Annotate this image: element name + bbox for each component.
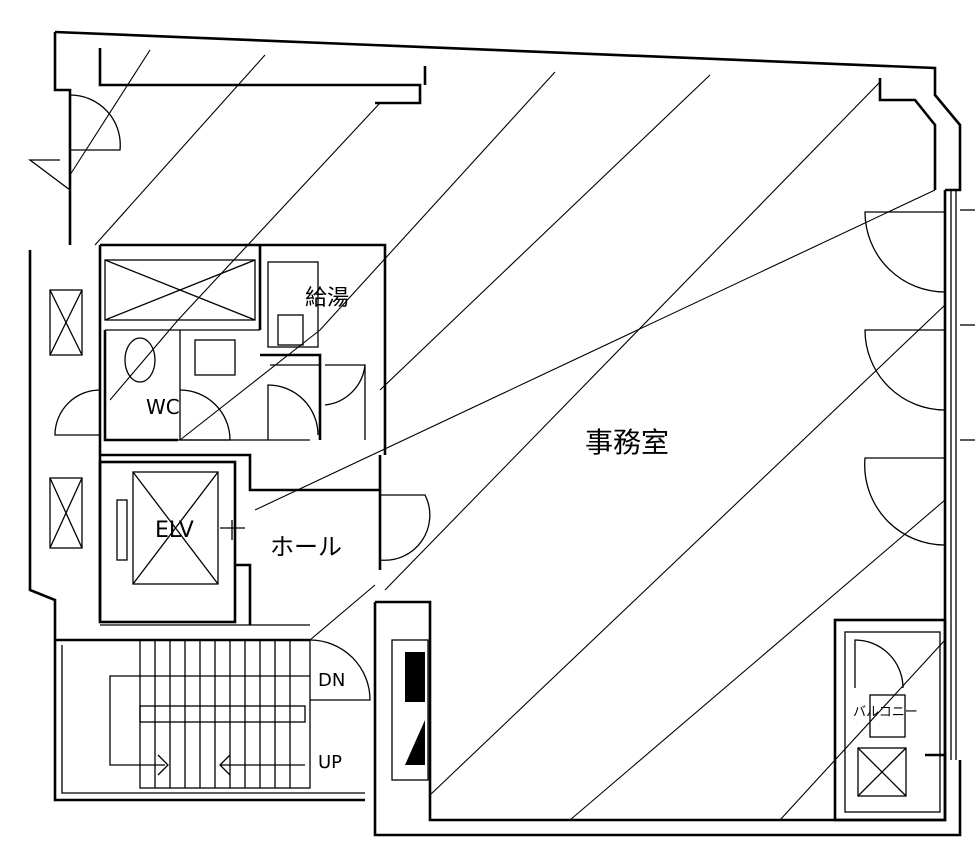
balcony-label: バルコニー [853, 705, 918, 720]
service-core [98, 243, 431, 626]
storage [391, 639, 429, 781]
office-label: 事務室 [585, 426, 669, 459]
balcony [833, 618, 947, 822]
right-doors [864, 209, 975, 546]
wc-label: WC [146, 395, 180, 419]
stair-down-label: DN [318, 670, 345, 691]
office-hatching [69, 49, 946, 821]
kitchenette-label: 給湯 [305, 286, 349, 311]
elevator-label: ELV [155, 518, 194, 543]
stairs [109, 639, 371, 789]
left-shafts [28, 94, 121, 549]
hall-label: ホール [270, 533, 342, 561]
stair-up-label: UP [318, 752, 342, 773]
